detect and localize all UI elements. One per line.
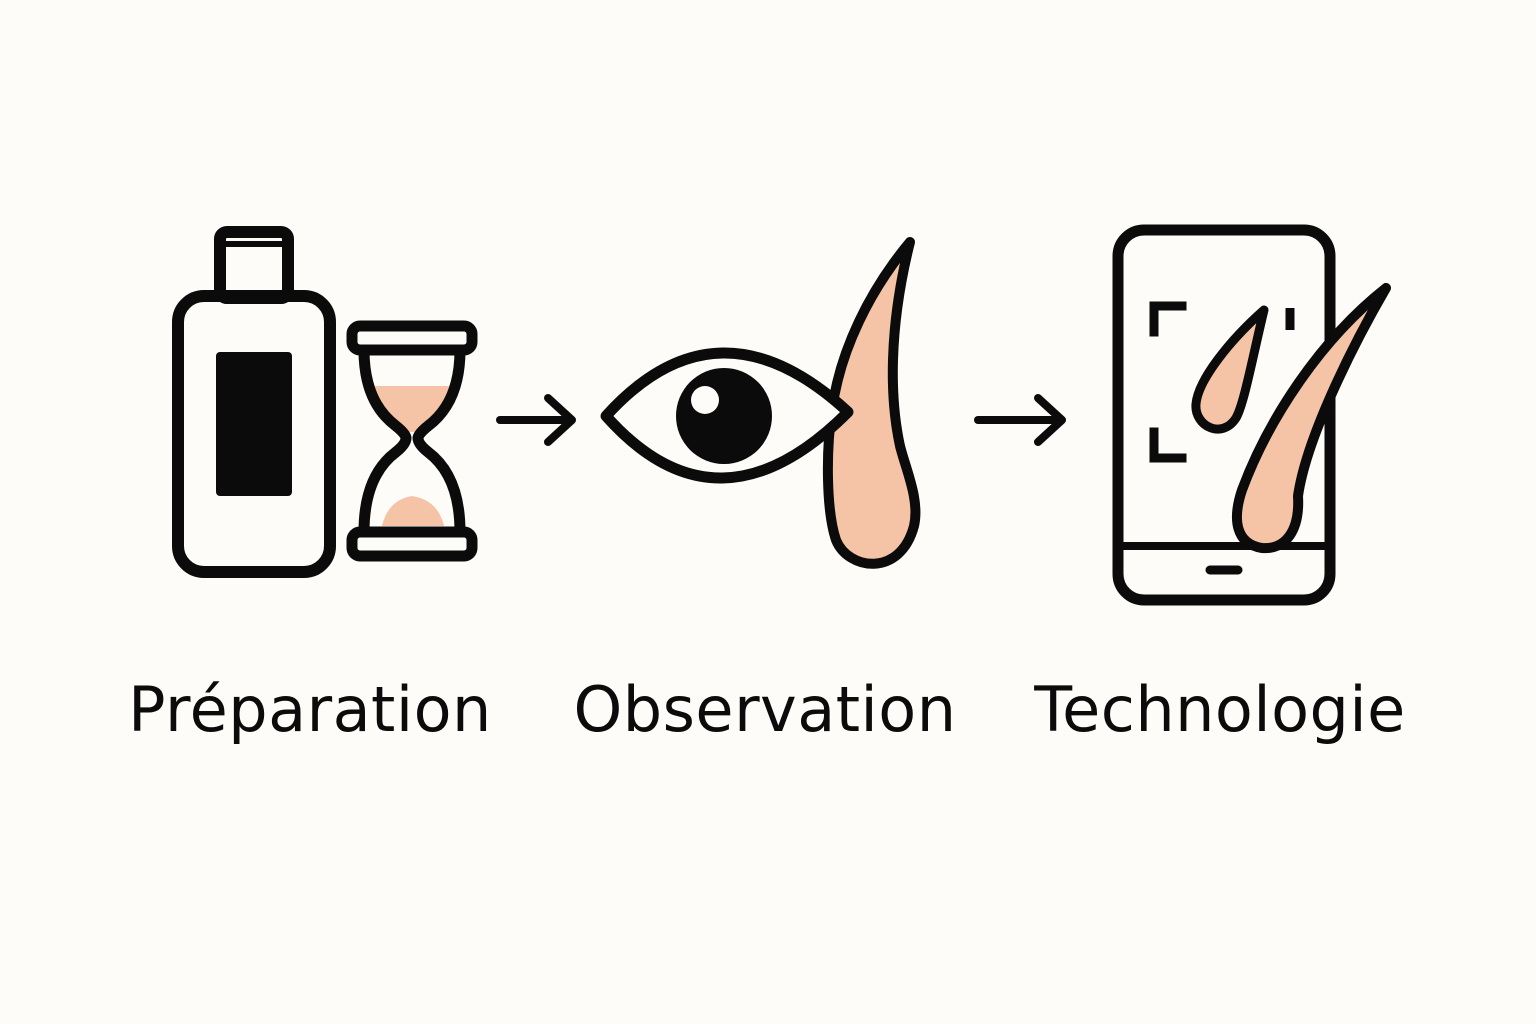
eye-icon bbox=[600, 347, 854, 484]
step-label-observation: Observation bbox=[573, 673, 957, 746]
step-label-technologie: Technologie bbox=[1034, 673, 1406, 746]
hair-drop-icon bbox=[1191, 305, 1269, 434]
arrow-right-icon bbox=[974, 394, 1066, 446]
scan-frame-icon bbox=[1149, 301, 1295, 463]
bottle-icon bbox=[172, 226, 336, 578]
hair-strand-icon bbox=[822, 237, 921, 569]
step-preparation-icons bbox=[172, 226, 478, 578]
hourglass-icon bbox=[346, 320, 478, 562]
step-label-preparation: Préparation bbox=[128, 673, 492, 746]
step-observation-icons bbox=[600, 237, 921, 569]
smartphone-icon bbox=[1112, 224, 1336, 606]
step-technologie-icons bbox=[1112, 224, 1391, 606]
hair-strand-icon bbox=[1231, 283, 1391, 554]
arrow-right-icon bbox=[496, 394, 576, 446]
